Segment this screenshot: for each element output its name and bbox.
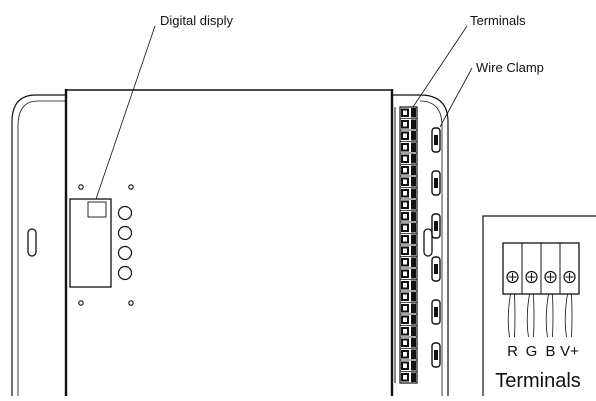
- screw-hole: [128, 300, 134, 306]
- digital-display: [69, 198, 112, 288]
- pin-label: B: [545, 343, 555, 360]
- housing-right-wing: [419, 94, 449, 396]
- wire-clamp: [431, 213, 441, 239]
- screw-hole: [78, 300, 84, 306]
- display-leader-line: [95, 25, 156, 200]
- control-button: [117, 225, 133, 241]
- housing-left-wing: [11, 94, 65, 396]
- left-mounting-slot: [27, 228, 37, 257]
- right-mounting-slot: [423, 228, 433, 257]
- screw-hole: [128, 184, 134, 190]
- terminal: [400, 244, 417, 256]
- terminal: [400, 106, 417, 118]
- control-buttons: [117, 205, 133, 281]
- terminal: [400, 325, 417, 336]
- screw-hole: [78, 184, 84, 190]
- terminal: [400, 221, 417, 233]
- housing-right-wing-inner: [419, 100, 443, 396]
- terminal: [400, 313, 417, 325]
- terminal: [400, 164, 417, 175]
- inset-pin: G: [521, 243, 538, 360]
- terminal: [400, 359, 417, 371]
- pin-label: G: [526, 343, 538, 360]
- inset-caption: Terminals: [495, 370, 581, 392]
- terminal: [400, 118, 417, 129]
- pin-label: R: [507, 343, 518, 360]
- terminal-strip: [394, 106, 418, 384]
- terminal: [400, 302, 417, 313]
- digital-display-label: Digital disply: [160, 13, 233, 28]
- inset-frame: [482, 215, 596, 396]
- wire-clamp-label: Wire Clamp: [476, 60, 544, 75]
- wire-clamp: [431, 127, 441, 153]
- terminal: [400, 336, 417, 348]
- pin-label: V+: [560, 343, 579, 360]
- terminal: [400, 348, 417, 359]
- inset-pin: R: [506, 270, 519, 360]
- terminal: [400, 175, 417, 187]
- terminals-label: Terminals: [470, 13, 526, 28]
- terminal: [400, 233, 417, 244]
- housing-left-wing-inner: [17, 100, 65, 396]
- terminal: [400, 290, 417, 302]
- digital-display-window: [87, 201, 107, 218]
- terminal: [400, 267, 417, 279]
- terminal: [400, 198, 417, 210]
- terminal: [400, 141, 417, 152]
- terminal: [400, 129, 417, 141]
- control-button: [117, 245, 133, 261]
- terminal: [400, 210, 417, 221]
- clamp-leader-line: [439, 67, 473, 128]
- terminal: [400, 371, 417, 382]
- wire-clamp: [431, 342, 441, 368]
- wire-clamp: [431, 256, 441, 282]
- terminal: [400, 152, 417, 164]
- inset-pin: V+: [559, 243, 579, 360]
- terminal: [400, 256, 417, 267]
- terminals-leader-line: [412, 25, 468, 108]
- wire-clamp: [431, 299, 441, 325]
- terminal: [400, 187, 417, 198]
- screw-holes: [78, 184, 134, 306]
- inset-pin: B: [540, 243, 557, 360]
- control-button: [117, 265, 133, 281]
- wire-clamps: [431, 127, 441, 368]
- terminal: [400, 279, 417, 290]
- control-button: [117, 205, 133, 221]
- wire-clamp: [431, 170, 441, 196]
